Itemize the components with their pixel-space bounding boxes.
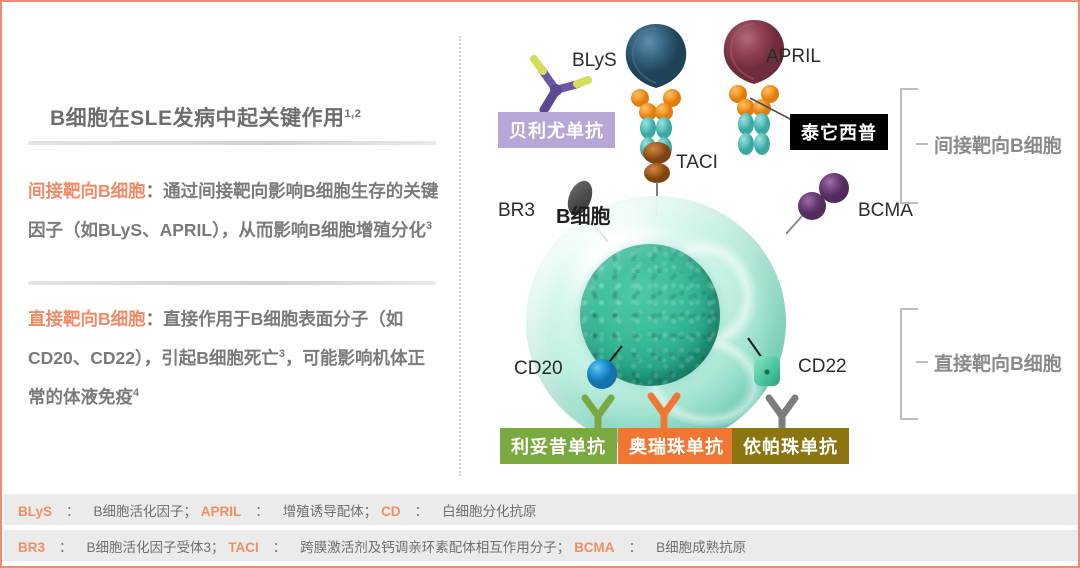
drug-badge-belimumab[interactable]: 贝利尤单抗	[498, 112, 615, 148]
title-divider-rule	[28, 141, 436, 145]
paragraph-indirect: 间接靶向B细胞：通过间接靶向影响B细胞生存的关键因子（如BLyS、APRIL），…	[28, 174, 440, 248]
label-april: APRIL	[766, 46, 821, 68]
label-cd22: CD22	[798, 356, 847, 378]
label-blys-text: BLyS	[572, 50, 617, 71]
label-taci-text: TACI	[676, 152, 718, 173]
abbr-br3-def: B细胞活化因子受体3；	[86, 539, 225, 555]
paragraph-direct: 直接靶向B细胞：直接作用于B细胞表面分子（如CD20、CD22），引起B细胞死亡…	[28, 302, 440, 415]
abbr-blys: BLyS	[18, 503, 53, 519]
drug-badge-telitacicept-label: 泰它西普	[801, 123, 877, 143]
label-cd20: CD20	[514, 358, 563, 380]
abbr-taci: TACI	[228, 539, 259, 555]
bracket-label-indirect-text: 间接靶向B细胞	[934, 136, 1062, 157]
drug-badge-telitacicept[interactable]: 泰它西普	[790, 114, 888, 150]
paragraph-direct-lead: 直接靶向B细胞	[28, 309, 146, 329]
bracket-label-direct: 直接靶向B细胞	[934, 349, 1062, 376]
drug-badge-ocrelizumab[interactable]: 奥瑞珠单抗	[618, 428, 735, 464]
abbr-blys-def: B细胞活化因子；	[93, 503, 198, 519]
paragraph-indirect-colon: ：	[145, 181, 164, 201]
abbr-april-def: 增殖诱导配体；	[282, 503, 378, 519]
label-april-text: APRIL	[766, 46, 821, 67]
page-title-superscript: 1,2	[344, 108, 362, 120]
paragraph-direct-ref-b: 4	[133, 386, 140, 399]
abbr-april: APRIL	[200, 503, 242, 519]
bracket-direct-tick	[916, 361, 928, 363]
drug-badge-belimumab-label: 贝利尤单抗	[509, 121, 604, 141]
content-area: B细胞在SLE发病中起关键作用1,2 间接靶向B细胞：通过间接靶向影响B细胞生存…	[4, 4, 1078, 488]
abbr-bcma-sep: ：	[628, 539, 643, 555]
abbr-cd: CD	[381, 503, 401, 519]
abbr-br3: BR3	[18, 539, 46, 555]
paragraph-direct-ref-a: 3	[278, 348, 285, 360]
page-title-text: B细胞在SLE发病中起关键作用	[50, 107, 345, 130]
footer-row-1: BLyS ： B细胞活化因子； APRIL ： 增殖诱导配体； CD ： 白细胞分化抗原	[4, 494, 1078, 525]
cd22-receptor-icon	[747, 337, 780, 386]
bracket-indirect	[900, 88, 918, 204]
bracket-indirect-tick	[916, 143, 928, 145]
cd20-receptor-icon	[587, 345, 623, 389]
label-cd20-text: CD20	[514, 358, 563, 379]
paragraph-indirect-lead: 间接靶向B细胞	[28, 181, 146, 201]
b-cell-label: B细胞	[556, 200, 610, 229]
april-receptor-complex-icon	[723, 20, 785, 155]
drug-badge-rituximab[interactable]: 利妥昔单抗	[500, 428, 617, 464]
label-bcma-text: BCMA	[858, 200, 913, 221]
abbr-taci-def: 跨膜激活剂及钙调亲环素配体相互作用分子；	[300, 539, 571, 555]
abbr-bcma: BCMA	[574, 539, 615, 555]
abbr-cd-sep: ：	[414, 503, 429, 519]
label-cd22-text: CD22	[798, 356, 847, 377]
footer-row-2: BR3 ： B细胞活化因子受体3； TACI ： 跨膜激活剂及钙调亲环素配体相互作用分子…	[4, 530, 1078, 561]
abbr-taci-sep: ：	[272, 539, 287, 555]
drug-badge-epratuzumab-label: 依帕珠单抗	[743, 437, 838, 457]
label-br3: BR3	[498, 200, 535, 222]
b-cell-illustration	[526, 196, 786, 448]
bracket-label-direct-text: 直接靶向B细胞	[934, 354, 1062, 375]
paragraph-indirect-ref: 3	[425, 220, 433, 232]
paragraph-divider-rule	[28, 281, 436, 285]
bcma-receptor-icon	[786, 173, 849, 235]
panel-divider	[459, 36, 461, 476]
abbr-bcma-def: B细胞成熟抗原	[656, 539, 747, 555]
abbr-cd-def: 白细胞分化抗原	[442, 503, 537, 519]
paragraph-indirect-body: 通过间接靶向影响B细胞生存的关键因子（如BLyS、APRIL），从而影响B细胞增…	[28, 181, 439, 240]
paragraph-direct-colon: ：	[145, 309, 164, 329]
footer-abbreviations: BLyS ： B细胞活化因子； APRIL ： 增殖诱导配体； CD ： 白细胞分化抗原 B…	[4, 490, 1078, 566]
paragraph-direct-body-b: ，可能影响机体正常的体液免疫	[28, 347, 425, 407]
b-cell-label-text: B细胞	[556, 206, 611, 228]
b-cell-nucleus	[580, 244, 720, 386]
label-br3-text: BR3	[498, 200, 535, 221]
label-taci: TACI	[676, 152, 718, 174]
page-title: B细胞在SLE发病中起关键作用1,2	[50, 102, 361, 132]
bracket-direct	[900, 308, 918, 420]
abbr-april-sep: ：	[255, 503, 269, 519]
label-blys: BLyS	[572, 50, 617, 72]
label-bcma: BCMA	[858, 200, 913, 222]
paragraph-direct-body-a: 直接作用于B细胞表面分子（如CD20、CD22），引起B细胞死亡	[28, 309, 404, 368]
drug-badge-epratuzumab[interactable]: 依帕珠单抗	[732, 428, 849, 464]
footer-row-2-content: BR3 ： B细胞活化因子受体3； TACI ： 跨膜激活剂及钙调亲环素配体相互作用分子…	[4, 536, 746, 556]
left-text-panel: B细胞在SLE发病中起关键作用1,2 间接靶向B细胞：通过间接靶向影响B细胞生存…	[4, 4, 456, 488]
diagram-panel: 贝利尤单抗 BLyS	[460, 4, 1078, 488]
abbr-blys-sep: ：	[66, 503, 80, 519]
drug-badge-rituximab-label: 利妥昔单抗	[511, 437, 606, 457]
abbr-br3-sep: ：	[59, 539, 73, 555]
bracket-label-indirect: 间接靶向B细胞	[934, 131, 1062, 158]
blys-receptor-complex-icon	[625, 24, 687, 159]
belimumab-antibody-icon	[530, 55, 592, 115]
footer-row-1-content: BLyS ： B细胞活化因子； APRIL ： 增殖诱导配体； CD ： 白细胞分化抗原	[4, 500, 537, 520]
drug-badge-ocrelizumab-label: 奥瑞珠单抗	[629, 437, 724, 457]
